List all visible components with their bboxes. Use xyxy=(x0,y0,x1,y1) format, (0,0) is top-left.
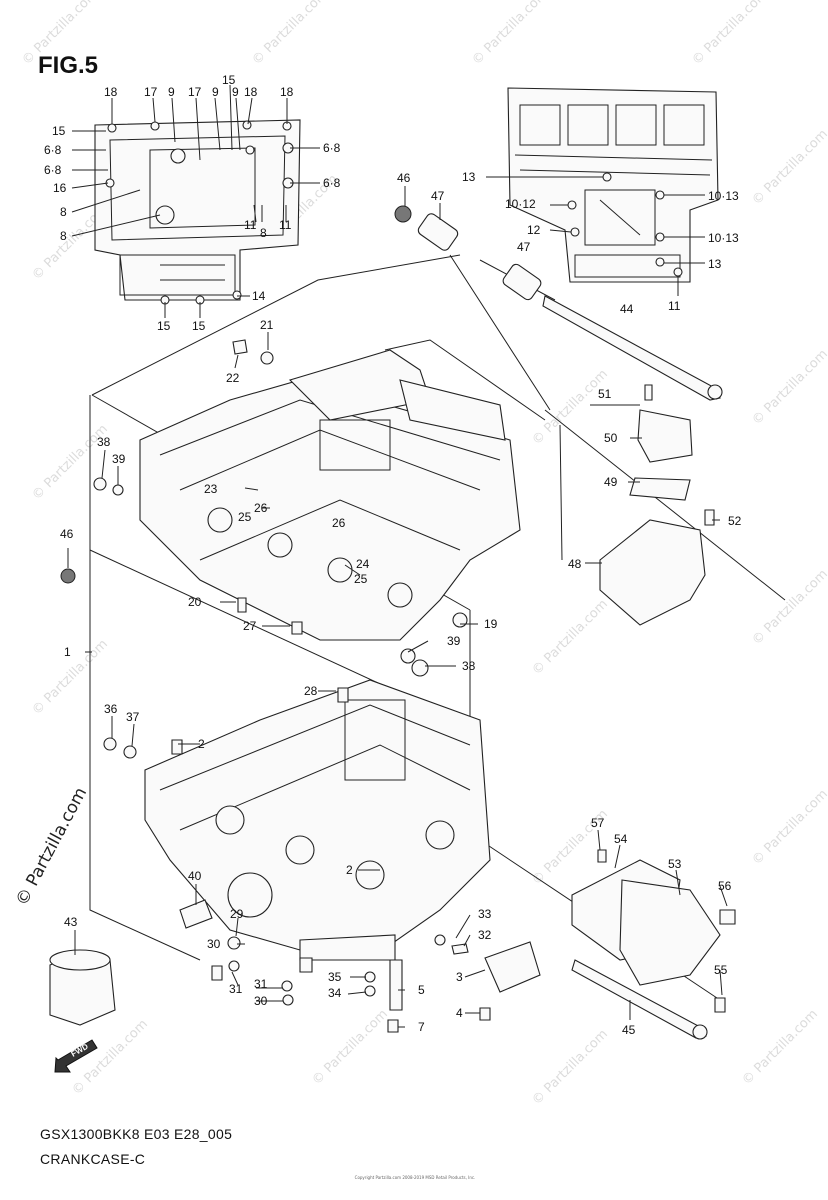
callout-label: 40 xyxy=(188,869,202,883)
callout-label: 31 xyxy=(229,982,243,996)
callout-label: 15 xyxy=(52,124,66,138)
fwd-arrow-icon: FWD xyxy=(54,1039,98,1073)
lower-crankcase xyxy=(144,679,491,961)
callout-label: 45 xyxy=(622,1023,636,1037)
callout-label: 24 xyxy=(356,557,370,571)
callout-label: 38 xyxy=(462,659,476,673)
callout-label: 46 xyxy=(397,171,411,185)
callout-label: 18 xyxy=(104,85,118,99)
callout-label: 20 xyxy=(188,595,202,609)
copyright-text: Copyright Partzilla.com 2008-2019 MSD Re… xyxy=(354,1175,476,1180)
callout-label: 37 xyxy=(126,710,140,724)
callout-label: 13 xyxy=(708,257,722,271)
callout-label: 5 xyxy=(418,983,425,997)
callout-label: 47 xyxy=(517,240,531,254)
callout-label: 52 xyxy=(728,514,742,528)
callout-label: 26 xyxy=(254,501,268,515)
callout-label: 25 xyxy=(238,510,252,524)
callout-label: 9 xyxy=(168,85,175,99)
callout-label: 33 xyxy=(478,907,492,921)
callout-label: 2 xyxy=(346,863,353,877)
callout-label: 21 xyxy=(260,318,274,332)
callout-label: 28 xyxy=(304,684,318,698)
callout-label: 29 xyxy=(230,907,244,921)
callout-label: 16 xyxy=(53,181,67,195)
callout-label: 34 xyxy=(328,986,342,1000)
callout-label: 48 xyxy=(568,557,582,571)
callout-label: 56 xyxy=(718,879,732,893)
callout-label: 36 xyxy=(104,702,118,716)
callout-label: 8 xyxy=(260,226,267,240)
leader-lines-main xyxy=(67,176,728,1028)
callout-label: 11 xyxy=(668,299,681,313)
callout-label: 43 xyxy=(64,915,78,929)
callout-label: 54 xyxy=(614,832,628,846)
callout-label: 32 xyxy=(478,928,492,942)
callout-label: 31 xyxy=(254,977,268,991)
callout-label: 19 xyxy=(484,617,498,631)
leader-lines-top-right xyxy=(512,176,705,296)
figure-code: GSX1300BKK8 E03 E28_005 xyxy=(40,1126,233,1142)
small-parts xyxy=(49,205,736,1040)
callout-label: 7 xyxy=(418,1020,425,1034)
callout-label: 4 xyxy=(456,1006,463,1020)
callout-label: 3 xyxy=(456,970,463,984)
callout-label: 39 xyxy=(112,452,126,466)
callout-label: 57 xyxy=(591,816,605,830)
callout-label: 44 xyxy=(620,302,634,316)
callout-label: 10·13 xyxy=(708,189,739,203)
figure-name: CRANKCASE-C xyxy=(40,1151,146,1167)
callout-label: 25 xyxy=(354,572,368,586)
callout-labels: 18 17 9 17 9 15 9 18 18 15 6·8 6·8 16 8 … xyxy=(44,73,742,1037)
callout-label: 26 xyxy=(332,516,346,530)
callout-label: 10·13 xyxy=(708,231,739,245)
callout-label: 6·8 xyxy=(44,163,62,177)
callout-label: 11 xyxy=(244,218,257,232)
callout-label: 50 xyxy=(604,431,618,445)
figure-title: FIG.5 xyxy=(38,52,99,79)
callout-label: 27 xyxy=(243,619,257,633)
callout-label: 10·12 xyxy=(505,197,536,211)
callout-label: 15 xyxy=(222,73,236,87)
callout-label: 12 xyxy=(527,223,541,237)
upper-case-top-view xyxy=(507,87,719,283)
callout-label: 51 xyxy=(598,387,612,401)
callout-label: 17 xyxy=(188,85,202,99)
callout-label: 8 xyxy=(60,205,67,219)
callout-label: 15 xyxy=(192,319,206,333)
callout-label: 23 xyxy=(204,482,218,496)
callout-label: 6·8 xyxy=(44,143,62,157)
callout-label: 6·8 xyxy=(323,176,341,190)
callout-label: 46 xyxy=(60,527,74,541)
callout-label: 18 xyxy=(280,85,294,99)
callout-label: 1 xyxy=(64,645,71,659)
callout-label: 55 xyxy=(714,963,728,977)
callout-label: 15 xyxy=(157,319,171,333)
callout-label: 22 xyxy=(226,371,240,385)
callout-label: 18 xyxy=(244,85,258,99)
callout-label: 35 xyxy=(328,970,342,984)
upper-crankcase xyxy=(139,349,521,641)
callout-label: 8 xyxy=(60,229,67,243)
callout-label: 9 xyxy=(212,85,219,99)
callout-label: 30 xyxy=(207,937,221,951)
callout-label: 6·8 xyxy=(323,141,341,155)
callout-label: 39 xyxy=(447,634,461,648)
callout-label: 49 xyxy=(604,475,618,489)
callout-label: 2 xyxy=(198,737,205,751)
callout-label: 13 xyxy=(462,170,476,184)
callout-label: 38 xyxy=(97,435,111,449)
callout-label: 30 xyxy=(254,994,268,1008)
callout-label: 9 xyxy=(232,85,239,99)
leader-lines-top-left xyxy=(71,84,320,318)
callout-label: 17 xyxy=(144,85,158,99)
lower-case-bottom-view xyxy=(94,119,301,305)
callout-label: 14 xyxy=(252,289,266,303)
callout-label: 47 xyxy=(431,189,445,203)
callout-label: 11 xyxy=(279,218,292,232)
callout-label: 53 xyxy=(668,857,682,871)
